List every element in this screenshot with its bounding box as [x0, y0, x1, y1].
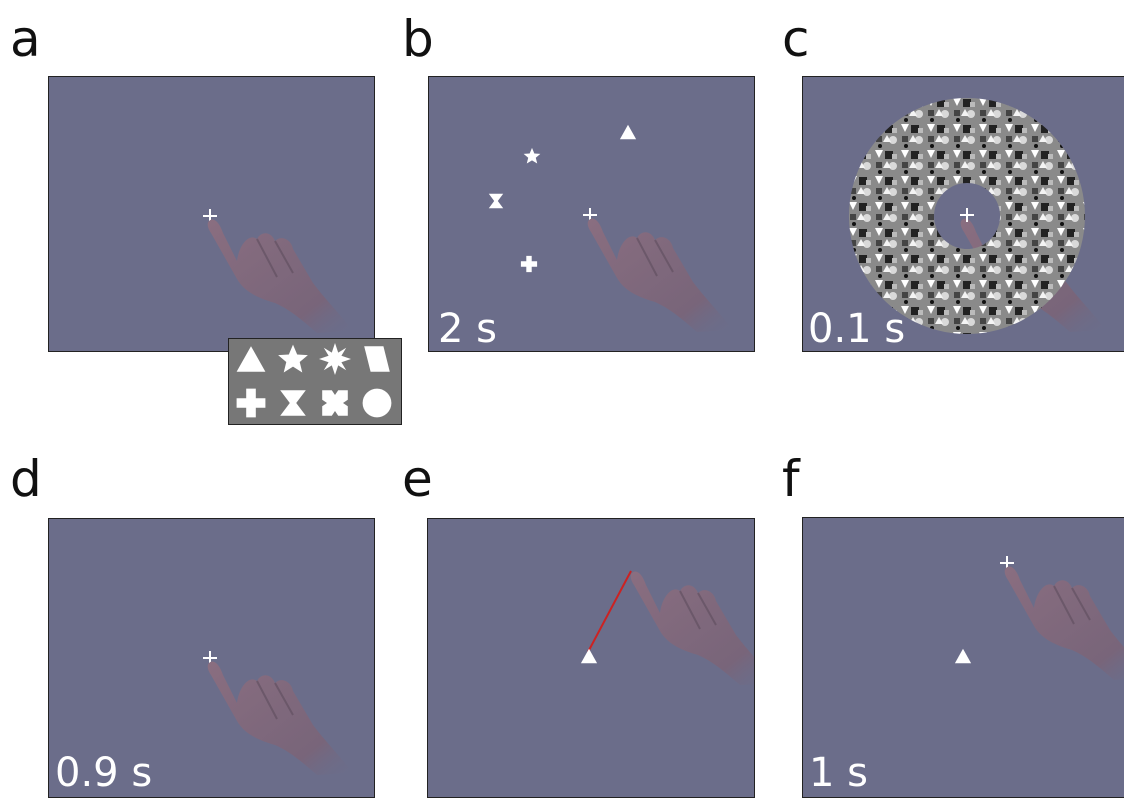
triangle-icon	[580, 647, 598, 665]
panel-label-f: f	[782, 454, 800, 504]
star-icon	[523, 147, 541, 165]
fixation-cross	[960, 208, 974, 222]
screen-panel-c: 0.1 s	[802, 76, 1124, 352]
shape-legend	[228, 338, 402, 425]
burst-icon	[319, 343, 351, 375]
panel-label-c: c	[782, 14, 810, 64]
screen-panel-d: 0.9 s	[48, 518, 375, 798]
duration-label: 0.1 s	[808, 309, 905, 349]
panel-label-a: a	[10, 14, 41, 64]
duration-label: 1 s	[809, 753, 868, 793]
hand-image	[205, 657, 355, 777]
cross-icon	[520, 255, 538, 273]
hourglass-icon	[487, 192, 505, 210]
screen-panel-f: 1 s	[802, 517, 1124, 798]
triangle-icon	[619, 123, 637, 141]
parallelogram-icon	[361, 343, 393, 375]
circle-icon	[361, 387, 393, 419]
panel-label-b: b	[402, 14, 434, 64]
quatrefoil-icon	[319, 387, 351, 419]
hand-image	[1002, 562, 1124, 682]
panel-label-d: d	[10, 454, 42, 504]
hand-image	[205, 215, 355, 335]
screen-panel-a	[48, 76, 375, 352]
triangle-icon	[954, 647, 972, 665]
triangle-icon	[235, 343, 267, 375]
duration-label: 2 s	[438, 309, 497, 349]
screen-panel-b: 2 s	[428, 76, 755, 352]
hourglass-icon	[277, 387, 309, 419]
star-icon	[277, 343, 309, 375]
cross-icon	[235, 387, 267, 419]
panel-label-e: e	[402, 454, 433, 504]
duration-label: 0.9 s	[55, 753, 152, 793]
screen-panel-e	[427, 518, 755, 798]
hand-image	[585, 214, 735, 334]
